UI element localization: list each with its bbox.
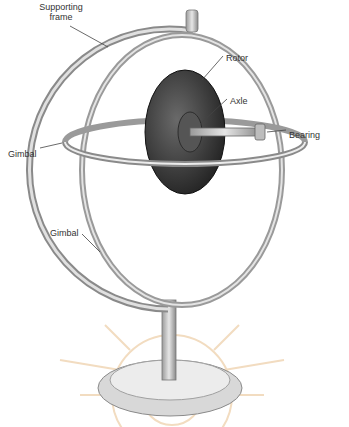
- leader-line: [200, 99, 227, 124]
- gimbal-ring: [82, 35, 282, 305]
- part-label: Gimbal: [50, 229, 79, 239]
- leader-line: [202, 56, 223, 80]
- part-label: Supporting frame: [30, 3, 92, 23]
- part-label-holder: Gimbal: [8, 143, 37, 161]
- bearing: [255, 124, 265, 140]
- gimbal-ring-front-highlight: [65, 142, 305, 164]
- leader-lines: [40, 26, 286, 252]
- gimbal-ring-front: [65, 142, 305, 164]
- part-label-holder: Bearing: [289, 124, 320, 142]
- part-label-holder: Axle: [230, 90, 248, 108]
- leader-line: [82, 234, 100, 252]
- part-label: Axle: [230, 97, 248, 107]
- watermark: [60, 300, 284, 427]
- leader-line: [70, 26, 108, 47]
- part-label: Bearing: [289, 131, 320, 141]
- gimbal-ring-highlight: [82, 35, 282, 305]
- part-label-holder: Supporting frame: [30, 3, 92, 24]
- part-label-holder: Rotor: [226, 47, 248, 65]
- part-label: Gimbal: [8, 150, 37, 160]
- leader-line: [40, 143, 62, 148]
- part-label: Rotor: [226, 54, 248, 64]
- part-label-holder: Gimbal: [50, 222, 79, 240]
- axle: [190, 128, 260, 136]
- top-pivot: [186, 10, 198, 32]
- leader-line: [267, 130, 286, 132]
